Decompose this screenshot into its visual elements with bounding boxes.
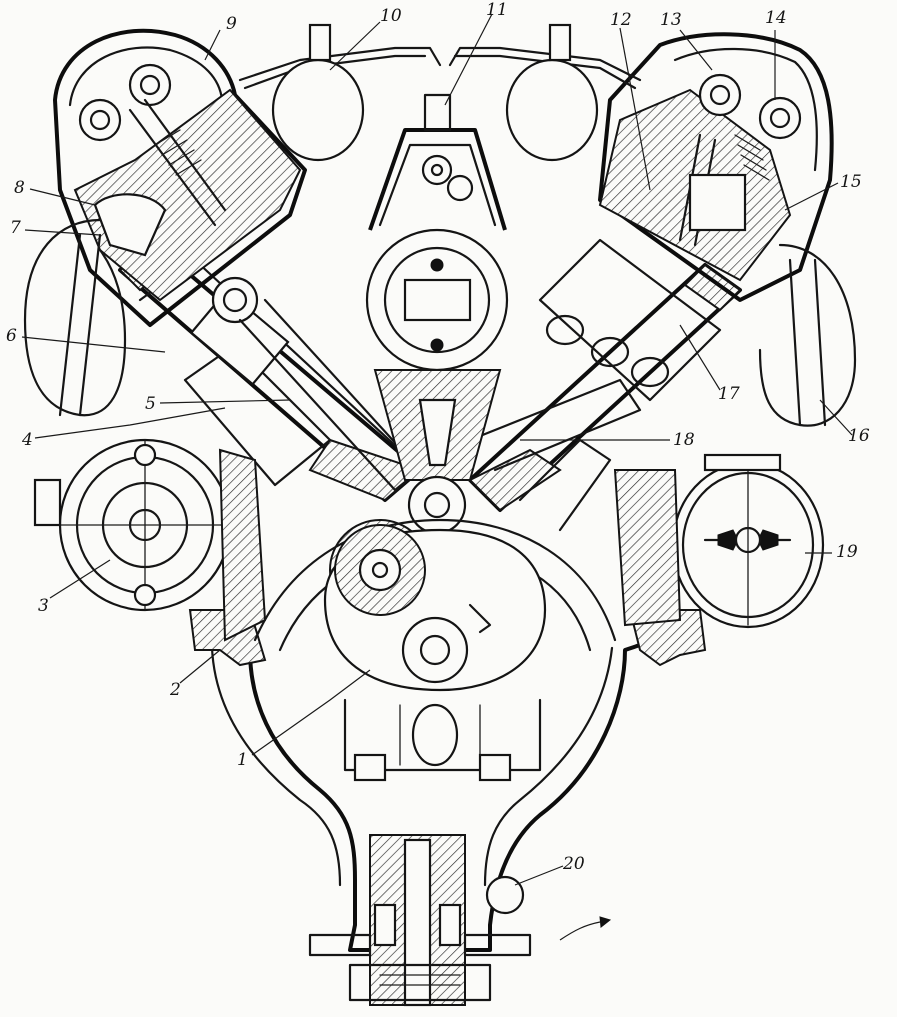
callout-label-17: 17 [718,384,740,404]
center-pump-assembly [365,93,509,535]
callout-label-20: 20 [563,854,585,874]
leader-5 [159,399,291,404]
right-cylinder-head [598,32,834,302]
flow-arrow-head [599,916,612,928]
callout-label-4: 4 [22,430,33,450]
oil-pump [308,834,532,1007]
callout-label-5: 5 [145,394,156,414]
callout-label-8: 8 [14,178,25,198]
flow-arrow-line [559,921,601,941]
callout-label-18: 18 [673,430,695,450]
leader-20 [514,865,564,886]
callout-label-10: 10 [380,6,402,26]
leader-4 [34,407,226,439]
callout-label-2: 2 [170,680,181,700]
callout-label-9: 9 [226,14,237,34]
callout-label-1: 1 [237,750,248,770]
callout-label-11: 11 [486,0,508,20]
crankshaft [253,518,617,692]
left-cylinder-head [53,28,307,327]
callout-label-16: 16 [848,426,870,446]
leader-16 [819,399,853,436]
leader-lines [21,13,853,941]
leader-6 [21,336,166,353]
leader-11 [444,13,493,106]
leader-9 [204,29,221,61]
left-accessory [33,438,267,642]
leader-8 [29,188,96,206]
leader-12 [619,27,651,191]
callout-label-13: 13 [660,10,682,30]
right-accessory [613,453,825,629]
leader-17 [679,324,721,391]
callout-label-14: 14 [765,8,787,28]
callout-label-19: 19 [836,542,858,562]
leader-10 [329,21,381,71]
leader-15 [784,182,839,211]
callout-label-15: 15 [840,172,862,192]
callout-label-7: 7 [10,218,21,238]
leader-7 [24,229,101,236]
fuel-lines [238,23,642,162]
leader-2 [179,649,221,684]
left-manifold [23,218,127,417]
callout-label-12: 12 [610,10,632,30]
leader-13 [679,29,713,71]
right-manifold [758,243,857,427]
leader-3 [49,559,111,599]
callout-label-6: 6 [6,326,17,346]
callout-label-3: 3 [38,596,49,616]
leader-1 [251,669,371,756]
